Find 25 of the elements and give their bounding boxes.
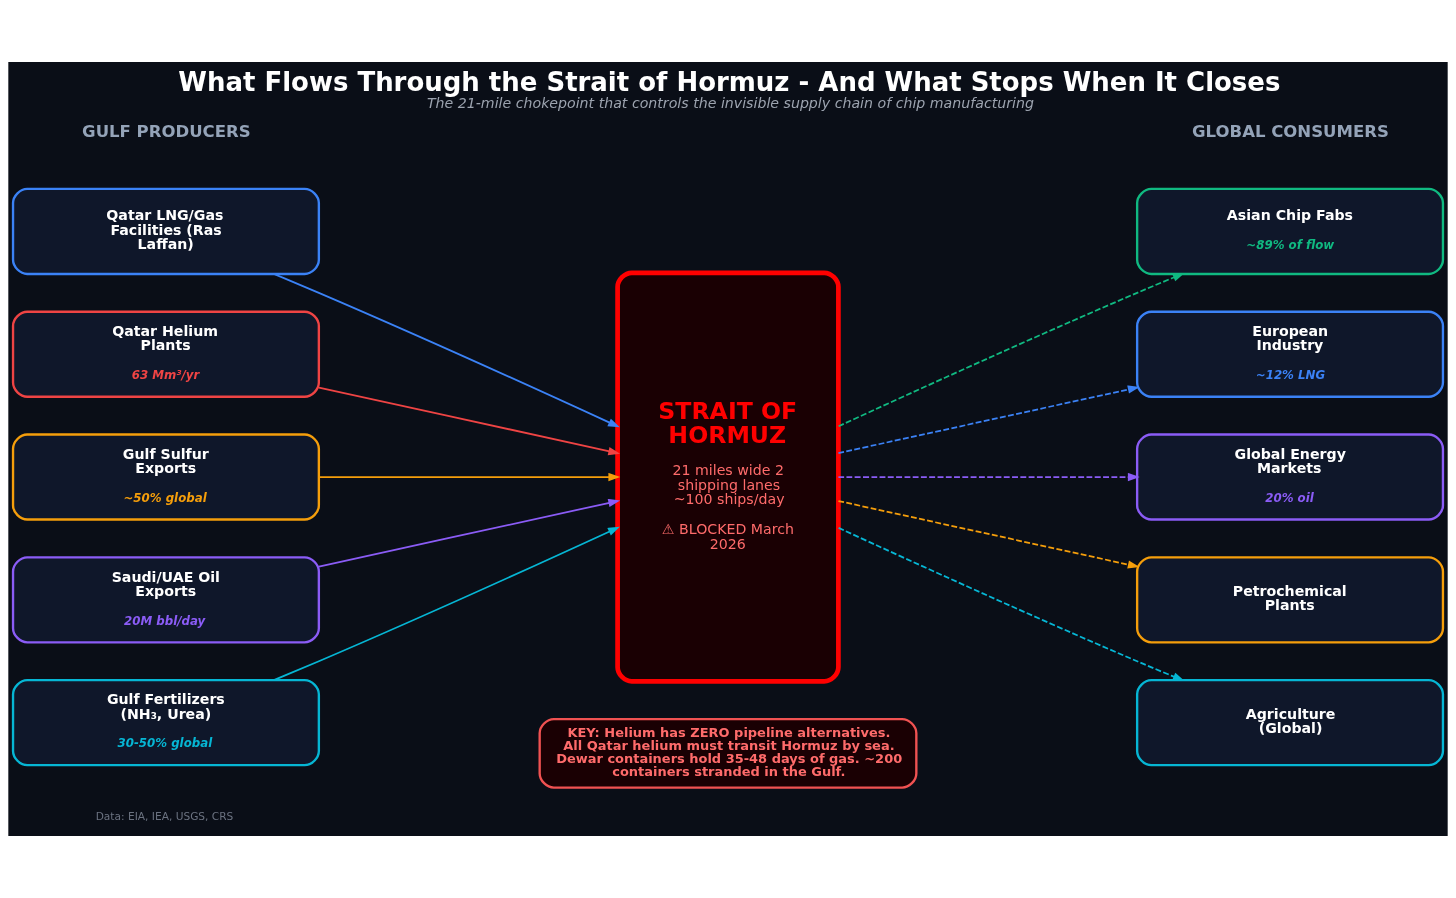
arrow [837,472,1140,482]
label: GLOBAL CONSUMERS [1192,121,1389,141]
node-box: European Industry ~12% LNG [1135,310,1445,398]
arrow [837,385,1140,454]
node-box: Global Energy Markets 20% oil [1135,433,1445,521]
node-box: Qatar Helium Plants 63 Mm³/yr [11,310,321,398]
node-box: KEY: Helium has ZERO pipeline alternatives. All Qatar helium must transit Hormuz by sea. Dewar containers hold 35-48 days of gas. ~200 containers stranded in the Gulf. [538,717,918,789]
arrow [318,498,621,568]
node-box: Qatar LNG/Gas Facilities (Ras Laffan) [11,187,321,276]
arrow [318,472,621,482]
node-box: Saudi/UAE Oil Exports 20M bbl/day [11,556,321,644]
node-box: Gulf Sulfur Exports ~50% global [11,433,321,521]
node-box: Petrochemical Plants [1135,556,1445,644]
label: GULF PRODUCERS [82,121,251,141]
node-box: STRAIT OF HORMUZ 21 miles wide 2 shipping lanes ~100 ships/day ⚠ BLOCKED March 2026 [615,270,841,684]
node-box: Gulf Fertilizers (NH₃, Urea) 30-50% global [11,678,321,767]
arrow [318,386,621,456]
node-box: Asian Chip Fabs ~89% of flow [1135,187,1445,276]
arrow [837,500,1140,569]
arrow [273,273,620,428]
arrow [837,273,1185,428]
label: Data: EIA, IEA, USGS, CRS [95,809,234,823]
arrow [837,527,1185,682]
node-box: Agriculture (Global) [1135,678,1445,767]
arrow [273,526,620,681]
